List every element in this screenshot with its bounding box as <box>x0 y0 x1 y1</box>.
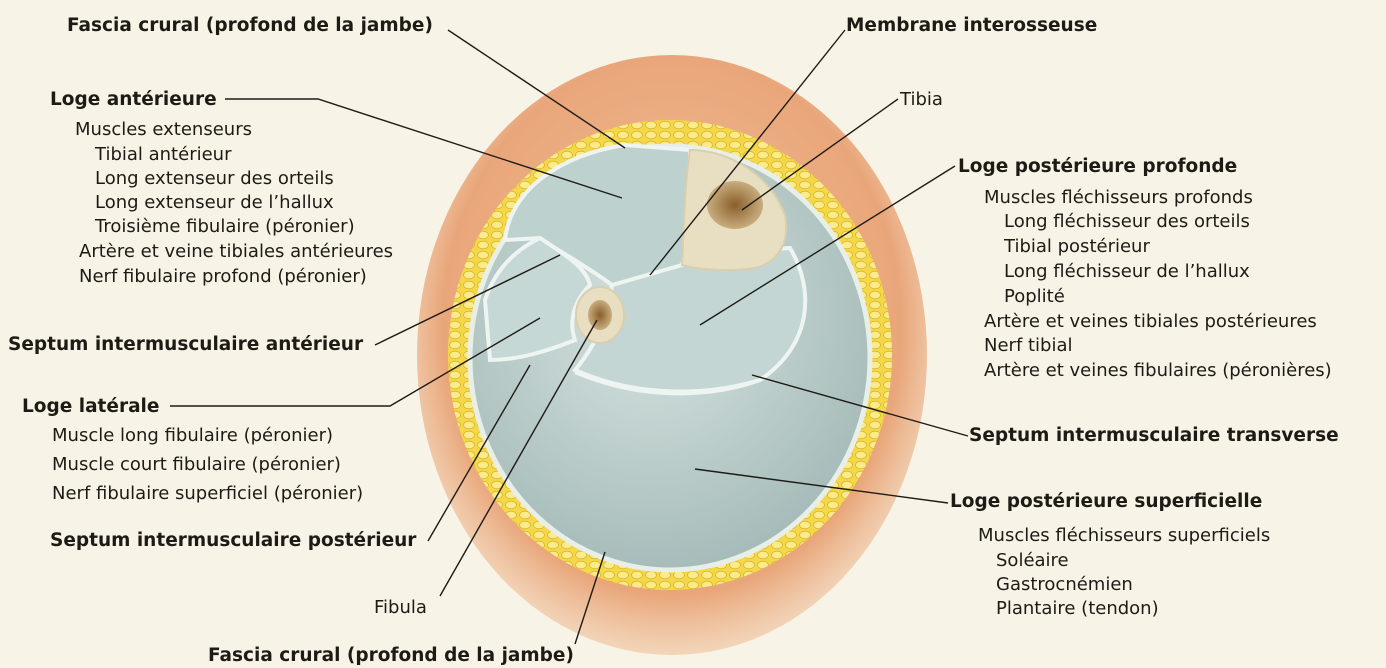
item-loge-post-superficielle: Muscles fléchisseurs superficiels <box>978 524 1270 548</box>
item-loge-anterieure: Troisième fibulaire (péronier) <box>95 215 355 239</box>
item-loge-anterieure: Tibial antérieur <box>95 143 231 167</box>
item-loge-post-superficielle: Gastrocnémien <box>996 573 1133 597</box>
item-loge-post-profonde: Long fléchisseur de l’hallux <box>1004 260 1250 284</box>
item-loge-post-profonde: Muscles fléchisseurs profonds <box>984 186 1253 210</box>
item-loge-post-profonde: Tibial postérieur <box>1004 235 1150 259</box>
item-loge-anterieure: Long extenseur de l’hallux <box>95 191 334 215</box>
label-loge-post-profonde: Loge postérieure profonde <box>958 155 1237 179</box>
item-loge-laterale: Muscle court fibulaire (péronier) <box>52 453 341 477</box>
item-loge-laterale: Muscle long fibulaire (péronier) <box>52 424 333 448</box>
label-fibula: Fibula <box>374 596 427 620</box>
item-loge-post-profonde: Artère et veines tibiales postérieures <box>984 310 1317 334</box>
item-loge-anterieure: Long extenseur des orteils <box>95 167 334 191</box>
tibia-marrow <box>707 181 763 229</box>
item-loge-anterieure: Artère et veine tibiales antérieures <box>79 240 393 264</box>
label-tibia: Tibia <box>900 88 943 112</box>
item-loge-post-superficielle: Soléaire <box>996 549 1069 573</box>
item-loge-laterale: Nerf fibulaire superficiel (péronier) <box>52 482 363 506</box>
label-septum-posterieur: Septum intermusculaire postérieur <box>50 529 416 553</box>
label-septum-anterieur: Septum intermusculaire antérieur <box>8 333 363 357</box>
item-loge-post-profonde: Long fléchisseur des orteils <box>1004 210 1250 234</box>
item-loge-post-profonde: Artère et veines fibulaires (péronières) <box>984 359 1332 383</box>
label-loge-laterale: Loge latérale <box>22 395 159 419</box>
label-septum-transverse: Septum intermusculaire transverse <box>969 424 1339 448</box>
item-loge-post-profonde: Nerf tibial <box>984 334 1073 358</box>
label-membrane-interosseuse: Membrane interosseuse <box>846 14 1097 38</box>
label-loge-anterieure: Loge antérieure <box>50 88 217 112</box>
item-loge-post-superficielle: Plantaire (tendon) <box>996 597 1159 621</box>
fibula-marrow <box>588 300 612 330</box>
item-loge-anterieure: Muscles extenseurs <box>75 118 252 142</box>
label-fascia-top: Fascia crural (profond de la jambe) <box>67 14 433 38</box>
label-loge-post-superficielle: Loge postérieure superficielle <box>950 490 1262 514</box>
item-loge-anterieure: Nerf fibulaire profond (péronier) <box>79 265 367 289</box>
item-loge-post-profonde: Poplité <box>1004 285 1065 309</box>
label-fascia-bottom: Fascia crural (profond de la jambe) <box>208 644 574 668</box>
